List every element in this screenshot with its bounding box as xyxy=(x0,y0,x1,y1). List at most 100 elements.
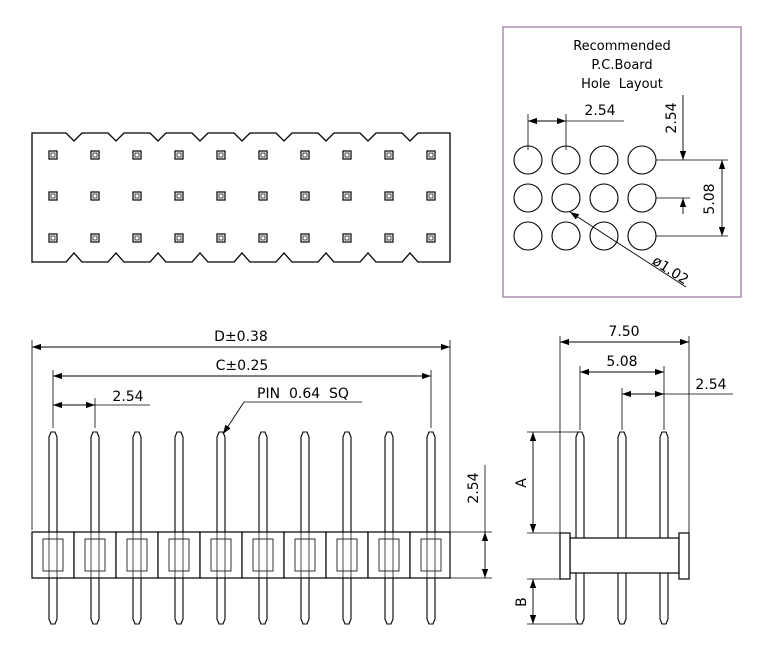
side-b-label: B xyxy=(514,597,530,607)
front-housing-segment xyxy=(115,531,159,579)
top-pin-outer xyxy=(216,191,226,201)
front-housing-pocket xyxy=(420,538,442,572)
side-pin xyxy=(617,431,627,625)
top-view-outline xyxy=(31,132,451,263)
top-pin-outer xyxy=(48,233,58,243)
front-housing-pocket xyxy=(336,538,358,572)
top-pin-inner xyxy=(260,152,266,158)
top-pin-inner xyxy=(344,193,350,199)
top-pin-outer xyxy=(258,191,268,201)
front-pin xyxy=(90,431,100,625)
top-view xyxy=(31,132,451,263)
top-pin-outer xyxy=(384,150,394,160)
top-pin-outer xyxy=(132,150,142,160)
front-pin xyxy=(258,431,268,625)
top-pin-inner xyxy=(344,235,350,241)
top-pin-outer xyxy=(216,150,226,160)
pcb-hole xyxy=(513,221,543,251)
side-pitch-label: 2.54 xyxy=(695,377,726,393)
top-pin-outer xyxy=(426,150,436,160)
front-pin xyxy=(48,431,58,625)
top-pin-inner xyxy=(92,152,98,158)
front-housing-pocket xyxy=(210,538,232,572)
top-pin-inner xyxy=(218,235,224,241)
top-pin-outer xyxy=(426,191,436,201)
front-housing-segment xyxy=(367,531,411,579)
front-pin xyxy=(384,431,394,625)
top-pin-inner xyxy=(428,152,434,158)
top-pin-inner xyxy=(218,193,224,199)
top-pin-outer xyxy=(300,150,310,160)
pcb-title-line-2: P.C.Board xyxy=(591,58,652,73)
front-c-label: C±0.25 xyxy=(216,358,269,374)
pcb-hole xyxy=(589,183,619,213)
pcb-hole xyxy=(551,183,581,213)
front-pitch-label: 2.54 xyxy=(112,389,143,405)
side-housing-left-step xyxy=(559,532,571,580)
top-pin-outer xyxy=(90,233,100,243)
front-view: D±0.38 C±0.25 2.54 PIN 0.64 SQ 2.54 xyxy=(31,329,492,625)
top-pin-outer xyxy=(384,191,394,201)
front-housing-pocket xyxy=(168,538,190,572)
front-pin xyxy=(300,431,310,625)
front-pin xyxy=(132,431,142,625)
top-pin-inner xyxy=(386,235,392,241)
pcb-hole xyxy=(513,183,543,213)
top-pin-outer xyxy=(384,233,394,243)
side-span-label: 5.08 xyxy=(606,354,637,370)
pcb-hole-grid xyxy=(513,145,657,251)
pcb-title-line-1: Recommended xyxy=(573,39,671,54)
top-pin-inner xyxy=(428,193,434,199)
pcb-hole xyxy=(589,145,619,175)
front-housing-segment xyxy=(409,531,451,579)
top-pin-outer xyxy=(258,150,268,160)
front-body-height-label: 2.54 xyxy=(466,472,482,503)
pcb-hole xyxy=(627,221,657,251)
top-pin-inner xyxy=(134,235,140,241)
pcb-pitch-h-label: 2.54 xyxy=(584,103,615,119)
top-pin-outer xyxy=(426,233,436,243)
top-pin-outer xyxy=(342,150,352,160)
top-pin-inner xyxy=(176,193,182,199)
top-pin-outer xyxy=(174,191,184,201)
top-pin-inner xyxy=(50,193,56,199)
side-a-label: A xyxy=(514,478,530,488)
front-housing-pocket xyxy=(126,538,148,572)
top-pin-outer xyxy=(132,233,142,243)
front-housing-segment xyxy=(283,531,327,579)
pcb-hole-dia-label: ø1.02 xyxy=(649,253,691,288)
pin-size-leader-diagonal xyxy=(222,401,245,435)
top-pin-inner xyxy=(176,235,182,241)
front-view-pins xyxy=(48,431,436,625)
top-pin-outer xyxy=(90,150,100,160)
top-view-pin-grid xyxy=(48,150,436,243)
pcb-hole xyxy=(627,145,657,175)
top-pin-inner xyxy=(260,193,266,199)
pin-size-label: PIN 0.64 SQ xyxy=(257,386,349,402)
top-pin-inner xyxy=(134,193,140,199)
top-pin-inner xyxy=(386,193,392,199)
front-housing-pocket xyxy=(84,538,106,572)
top-pin-inner xyxy=(386,152,392,158)
top-pin-inner xyxy=(260,235,266,241)
pcb-hole xyxy=(627,183,657,213)
front-view-housing xyxy=(31,531,451,579)
top-pin-inner xyxy=(302,152,308,158)
top-pin-outer xyxy=(48,191,58,201)
front-pin xyxy=(342,431,352,625)
top-pin-inner xyxy=(428,235,434,241)
side-housing-main xyxy=(569,537,680,574)
top-pin-outer xyxy=(342,233,352,243)
pcb-hole-layout: Recommended P.C.Board Hole Layout 2.54 2… xyxy=(502,26,742,298)
top-pin-inner xyxy=(134,152,140,158)
side-pin xyxy=(659,431,669,625)
front-housing-segment xyxy=(157,531,201,579)
pcb-hole xyxy=(551,145,581,175)
pcb-hole xyxy=(513,145,543,175)
top-pin-inner xyxy=(302,193,308,199)
top-pin-outer xyxy=(174,150,184,160)
front-housing-pocket xyxy=(42,538,64,572)
side-pin xyxy=(575,431,585,625)
pcb-hole-dia-leader xyxy=(569,211,687,288)
